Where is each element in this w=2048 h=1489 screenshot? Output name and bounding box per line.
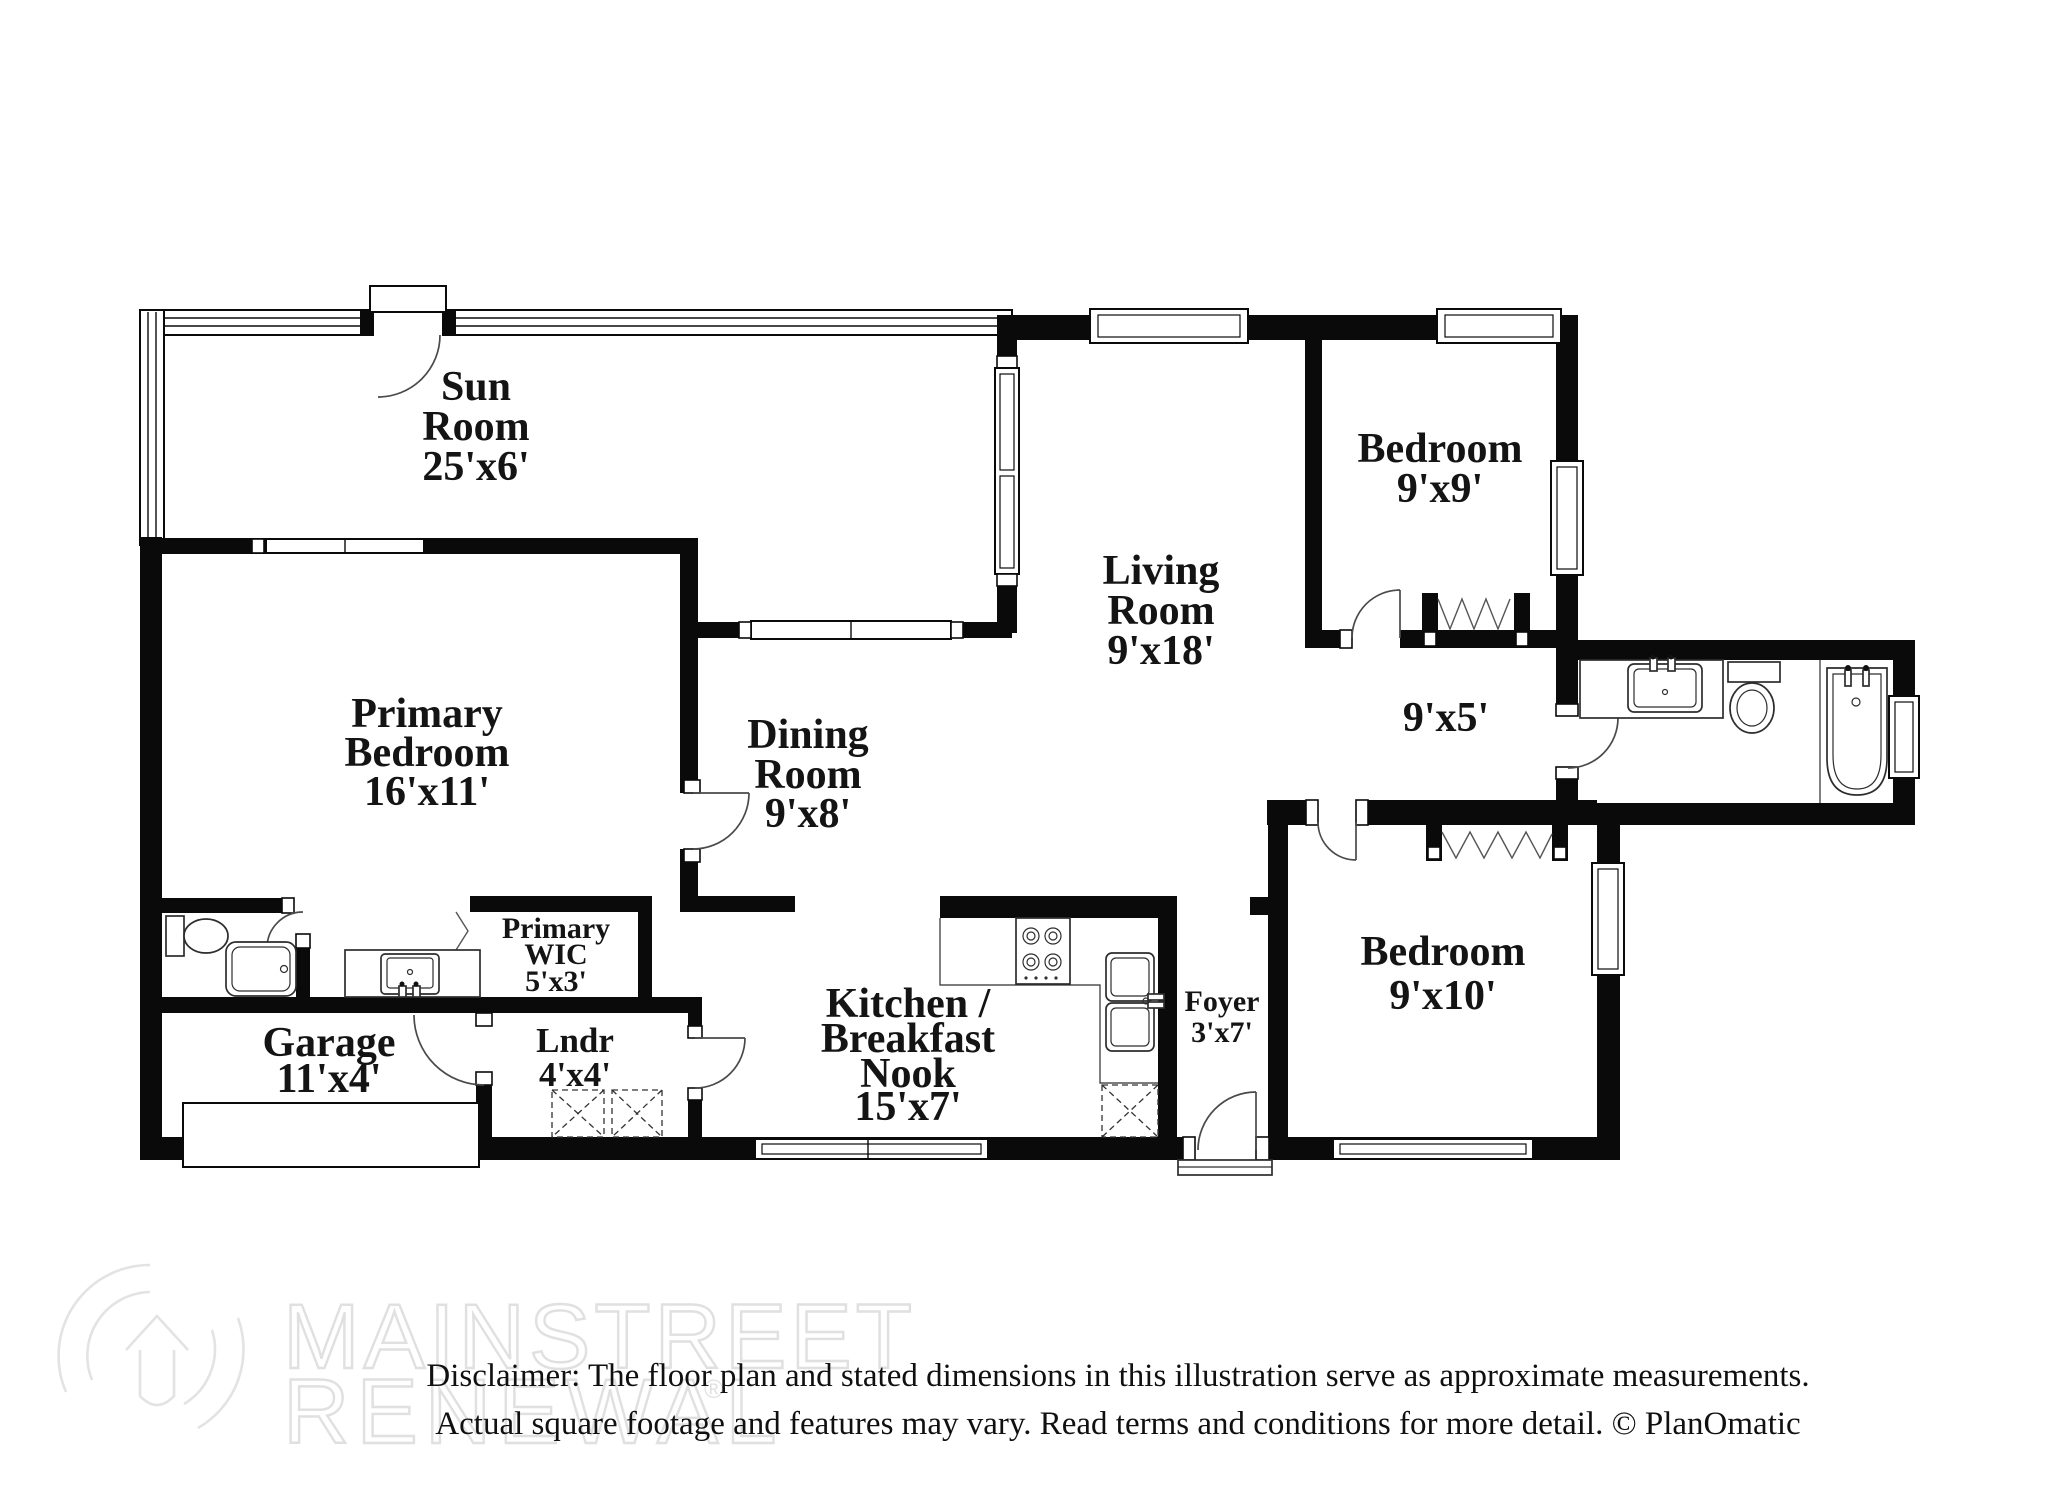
svg-text:9'x18': 9'x18' [1107,628,1214,674]
svg-text:Room: Room [422,404,529,450]
svg-text:Bedroom: Bedroom [345,730,510,776]
svg-text:9'x8': 9'x8' [765,791,851,837]
toilet-tank [165,915,185,957]
dryer-dashed [611,1089,663,1138]
svg-text:Primary: Primary [502,912,610,945]
bathtub [225,941,297,997]
garage-door [182,1102,480,1168]
closets [1422,593,1568,861]
faucet-handle [1862,669,1870,687]
faucet-handle [1649,657,1658,672]
svg-text:Garage: Garage [263,1020,396,1066]
mainstreet-renewal-watermark: MAINSTREET RENEWAL ® [57,1263,916,1464]
label-bedroom-ne: Bedroom 9'x9' [1358,426,1523,512]
faucet-handle [412,985,421,998]
label-bedroom-se: Bedroom 9'x10' [1361,929,1526,1019]
label-dining-room: Dining Room 9'x8' [747,712,868,837]
toilet-tank [1727,661,1781,683]
svg-text:Foyer: Foyer [1185,985,1260,1018]
svg-text:4'x4': 4'x4' [539,1055,611,1094]
svg-text:3'x7': 3'x7' [1191,1016,1253,1049]
washer-dashed [551,1089,605,1138]
label-primary-bedroom: Primary Bedroom 16'x11' [345,691,510,815]
faucet-handle [1667,657,1676,672]
label-sun-room: Sun Room 25'x6' [422,364,529,490]
svg-text:15'x7': 15'x7' [854,1084,961,1130]
sunroom-window-walls [139,309,1013,546]
bath-vanity-sink [1627,663,1703,713]
label-foyer: Foyer 3'x7' [1185,985,1260,1049]
laundry-fixtures [551,1089,663,1138]
label-kitchen: Kitchen / Breakfast Nook 15'x7' [821,981,995,1130]
label-living-room: Living Room 9'x18' [1103,548,1220,674]
kitchen-faucet [1147,1001,1165,1009]
toilet-bowl [183,918,229,954]
disclaimer-line1: Disclaimer: The floor plan and stated di… [426,1358,1809,1394]
watermark-line2: RENEWAL [283,1361,784,1463]
disclaimer-line2: Actual square footage and features may v… [435,1406,1800,1442]
svg-text:Sun: Sun [441,364,511,410]
mainstreet-logo-icon [57,1263,245,1430]
faucet-handle [1844,669,1852,687]
label-hall: 9'x5' [1403,695,1489,741]
watermark-registered: ® [704,1374,723,1404]
svg-text:Primary: Primary [351,691,503,737]
svg-text:Room: Room [754,752,861,798]
svg-text:Bedroom: Bedroom [1358,426,1523,472]
kitchen-sink-basin [1105,1002,1155,1052]
svg-text:9'x10': 9'x10' [1389,973,1496,1019]
windows [251,308,1920,1160]
bathtub [1826,667,1888,796]
doors [266,285,1619,1176]
kitchen-sink-basin [1105,952,1155,1002]
kitchen-appliance-dashed [1101,1084,1159,1138]
svg-text:9'x5': 9'x5' [1403,695,1489,741]
primary-bath-fixtures [165,915,297,997]
room-labels: Sun Room 25'x6' Primary Bedroom 16'x11' … [263,364,1526,1130]
watermark-line1: MAINSTREET [283,1286,916,1388]
svg-text:5'x3': 5'x3' [525,965,587,998]
kitchen-fixtures [939,917,1165,1138]
counter-edge [939,918,1158,1084]
svg-text:Breakfast: Breakfast [821,1016,995,1062]
svg-text:Bedroom: Bedroom [1361,929,1526,975]
label-laundry: Lndr 4'x4' [536,1021,614,1094]
svg-text:Nook: Nook [860,1051,956,1097]
stove [1015,917,1071,985]
svg-text:16'x11': 16'x11' [364,769,490,815]
label-garage: Garage 11'x4' [263,1020,396,1102]
entry-door-slab [369,285,447,313]
svg-text:9'x9': 9'x9' [1397,466,1483,512]
kitchen-faucet [1147,993,1165,1001]
svg-text:WIC: WIC [524,938,587,971]
main-bath-fixtures [1579,654,1888,803]
svg-text:11'x4': 11'x4' [276,1056,381,1102]
disclaimer: Disclaimer: The floor plan and stated di… [426,1358,1809,1442]
door-openings [281,628,1580,1162]
svg-text:Dining: Dining [747,712,868,758]
svg-text:25'x6': 25'x6' [422,444,529,490]
svg-text:Living: Living [1103,548,1220,594]
svg-text:Room: Room [1107,588,1214,634]
faucet-handle [398,985,407,998]
svg-text:Kitchen /: Kitchen / [826,981,992,1027]
label-primary-wic: Primary WIC 5'x3' [502,912,610,998]
primary-vanity [344,949,481,998]
svg-text:Lndr: Lndr [536,1021,614,1060]
